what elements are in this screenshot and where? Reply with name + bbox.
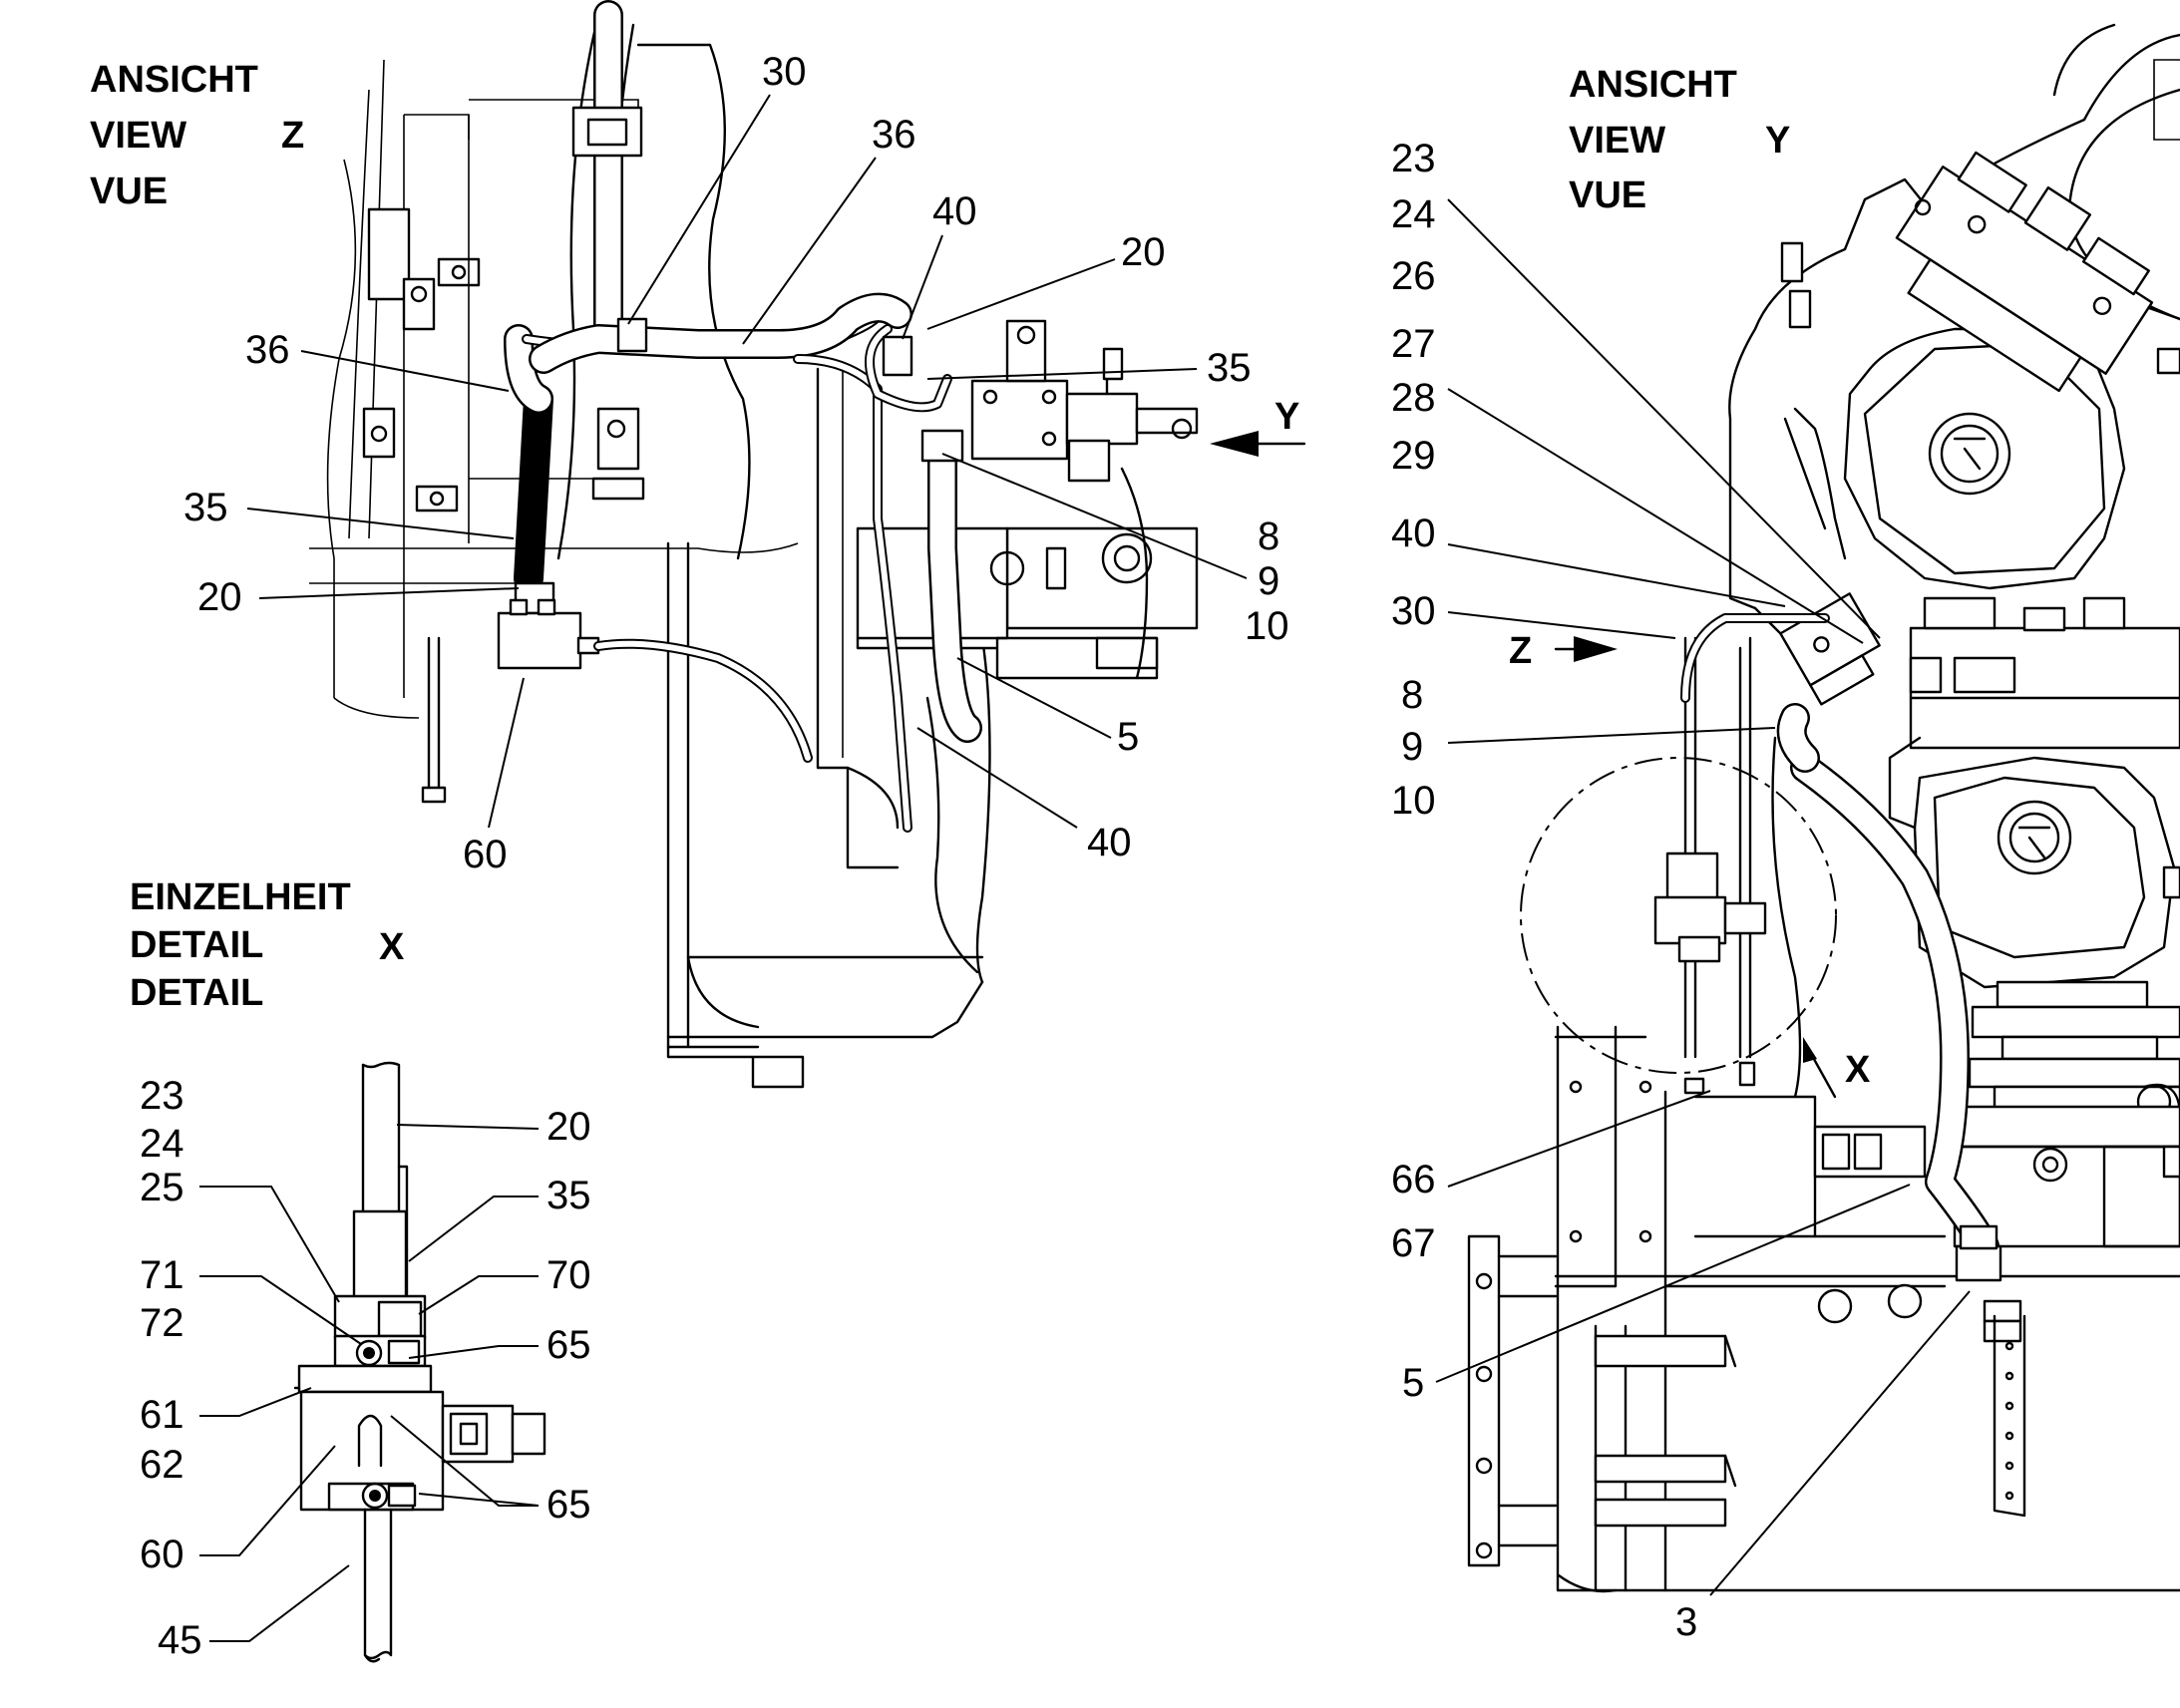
svg-text:40: 40 <box>932 189 977 233</box>
svg-text:EINZELHEIT: EINZELHEIT <box>130 876 351 918</box>
svg-text:28: 28 <box>1391 376 1436 420</box>
svg-text:Y: Y <box>1765 120 1790 162</box>
svg-text:72: 72 <box>140 1301 184 1345</box>
svg-text:35: 35 <box>1207 346 1252 390</box>
svg-text:20: 20 <box>197 575 242 619</box>
svg-text:23: 23 <box>1391 137 1436 180</box>
svg-text:65: 65 <box>546 1323 591 1367</box>
svg-text:9: 9 <box>1401 725 1423 769</box>
svg-text:X: X <box>1845 1049 1871 1091</box>
svg-text:36: 36 <box>245 328 290 372</box>
detail-x-drawing <box>293 1061 546 1663</box>
svg-text:9: 9 <box>1258 559 1279 603</box>
svg-text:45: 45 <box>158 1618 202 1662</box>
svg-text:60: 60 <box>463 833 508 876</box>
svg-text:ANSICHT: ANSICHT <box>90 59 258 101</box>
svg-text:35: 35 <box>183 486 228 529</box>
svg-text:5: 5 <box>1117 715 1139 759</box>
svg-text:65: 65 <box>546 1483 591 1527</box>
view-y-callouts: 23 24 26 27 28 29 40 30 8 9 10 66 67 5 3 <box>1391 137 1971 1644</box>
svg-text:DETAIL: DETAIL <box>130 924 263 966</box>
svg-text:DETAIL: DETAIL <box>130 972 263 1014</box>
svg-text:24: 24 <box>140 1122 184 1166</box>
svg-text:66: 66 <box>1391 1158 1436 1201</box>
svg-text:Y: Y <box>1274 396 1299 438</box>
svg-text:3: 3 <box>1675 1600 1697 1644</box>
svg-text:71: 71 <box>140 1253 184 1297</box>
svg-text:29: 29 <box>1391 434 1436 478</box>
svg-text:8: 8 <box>1258 514 1279 558</box>
svg-text:Z: Z <box>1509 630 1532 672</box>
svg-text:VIEW: VIEW <box>1569 120 1665 162</box>
svg-text:61: 61 <box>140 1393 184 1437</box>
svg-text:8: 8 <box>1401 673 1423 717</box>
svg-text:Z: Z <box>281 115 304 157</box>
svg-text:10: 10 <box>1391 779 1436 823</box>
view-z-title: ANSICHT VIEW VUE Z <box>90 59 304 212</box>
svg-text:40: 40 <box>1087 821 1132 864</box>
svg-text:40: 40 <box>1391 512 1436 555</box>
svg-text:25: 25 <box>140 1166 184 1209</box>
svg-text:27: 27 <box>1391 322 1436 366</box>
svg-text:ANSICHT: ANSICHT <box>1569 64 1737 106</box>
detail-x-callouts: 23 24 25 20 35 71 72 70 65 61 62 60 65 4… <box>140 1074 591 1662</box>
svg-text:VUE: VUE <box>1569 174 1646 216</box>
view-y-title: ANSICHT VIEW VUE Y <box>1569 64 1790 216</box>
svg-text:20: 20 <box>546 1105 591 1149</box>
svg-text:30: 30 <box>1391 589 1436 633</box>
svg-text:VIEW: VIEW <box>90 115 186 157</box>
svg-text:35: 35 <box>546 1174 591 1217</box>
view-y-drawing: Z X <box>1467 23 2180 1593</box>
view-z-drawing: Y <box>309 0 1306 1089</box>
svg-text:26: 26 <box>1391 254 1436 298</box>
svg-text:62: 62 <box>140 1443 184 1487</box>
view-z-callouts: 30 36 40 20 36 35 8 9 10 35 20 5 60 40 <box>183 50 1289 876</box>
svg-text:10: 10 <box>1245 604 1289 648</box>
svg-text:30: 30 <box>762 50 807 94</box>
svg-text:VUE: VUE <box>90 171 168 212</box>
svg-text:67: 67 <box>1391 1221 1436 1265</box>
svg-text:20: 20 <box>1121 230 1166 274</box>
svg-text:36: 36 <box>872 113 916 157</box>
svg-text:70: 70 <box>546 1253 591 1297</box>
svg-text:23: 23 <box>140 1074 184 1118</box>
svg-text:24: 24 <box>1391 192 1436 236</box>
svg-text:5: 5 <box>1402 1361 1424 1405</box>
svg-text:60: 60 <box>140 1533 184 1576</box>
detail-x-title: EINZELHEIT DETAIL DETAIL X <box>130 876 405 1014</box>
svg-text:X: X <box>379 926 405 968</box>
